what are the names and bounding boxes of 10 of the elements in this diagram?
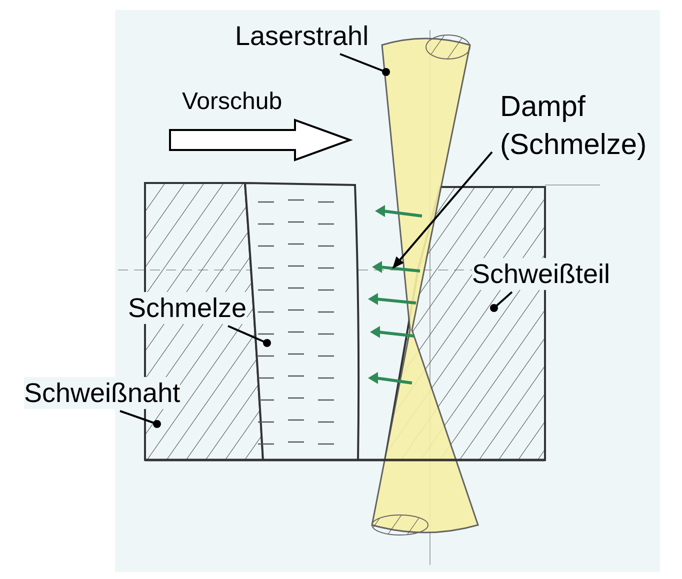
leader-line [490, 291, 513, 312]
callout-label: Schweißteil [472, 258, 610, 290]
leader-line [392, 151, 493, 269]
feed-label: Vorschub [182, 87, 282, 117]
leader-line [340, 53, 390, 76]
leader-line [120, 410, 161, 428]
callout-label: Schmelze [128, 292, 247, 324]
melt-pool-region [244, 182, 360, 461]
callout-label: Schweißnaht [24, 377, 180, 409]
leader-line [228, 325, 271, 347]
